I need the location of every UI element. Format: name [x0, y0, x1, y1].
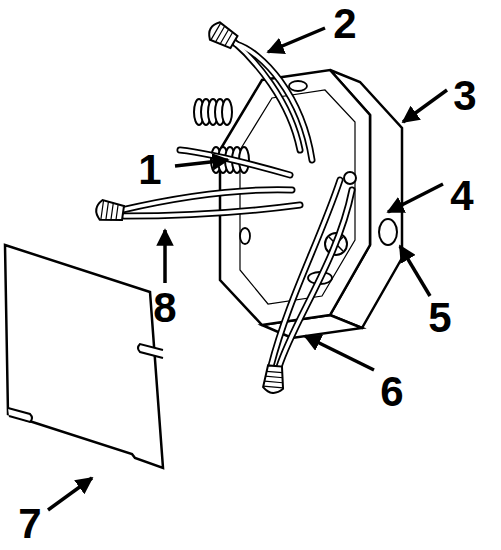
callout-number: 1	[138, 149, 161, 191]
callout-number: 8	[153, 287, 176, 329]
cover-plate	[5, 245, 163, 468]
leader-arrow	[48, 28, 447, 510]
callout-number: 6	[380, 371, 403, 413]
callout-number: 2	[333, 3, 356, 45]
coil-winding	[222, 99, 232, 125]
callout-number: 5	[428, 297, 451, 339]
wire-nut	[95, 199, 125, 223]
callout-number: 4	[450, 175, 473, 217]
knockout	[379, 219, 397, 245]
callout-number: 7	[18, 503, 41, 545]
wire-nut	[263, 365, 285, 394]
callout-number: 3	[453, 75, 476, 117]
wire-nut	[206, 20, 239, 51]
